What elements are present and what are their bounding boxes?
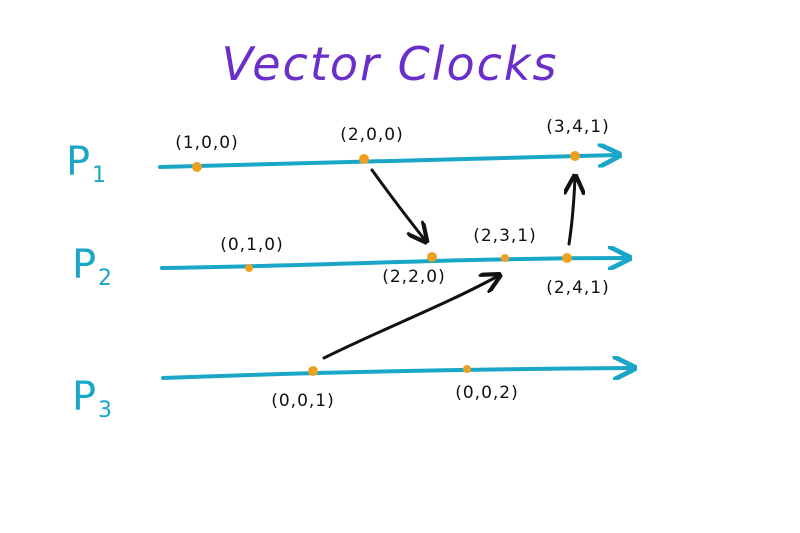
process-label-p3: P 3 [72,374,112,423]
clock-label-p1-1: (1,0,0) [175,133,239,153]
svg-text:P: P [66,139,90,185]
svg-text:1: 1 [92,163,106,188]
event-dot-p2-3 [501,254,509,262]
message-arrow-p2-to-p1 [569,178,575,246]
svg-text:P: P [72,374,96,420]
event-dot-p1-3 [570,151,580,161]
message-arrow-p1-to-p2 [370,168,425,240]
timeline-p3 [161,368,632,378]
diagram-title: Vector Clocks [221,37,558,91]
event-dot-p1-1 [192,162,202,172]
event-dot-p3-1 [308,366,318,376]
event-dot-p2-1 [245,264,253,272]
clock-label-p2-3: (2,3,1) [473,226,537,246]
clock-label-p3-2: (0,0,2) [455,383,519,403]
timeline-p2 [160,258,627,268]
message-arrow-p3-to-p2 [322,276,498,360]
svg-text:3: 3 [98,398,112,423]
svg-text:2: 2 [98,266,112,291]
process-label-p1: P 1 [66,139,106,188]
timeline-p1 [158,155,617,169]
svg-text:P: P [72,242,96,288]
event-dot-p2-2 [427,252,437,262]
clock-label-p2-2: (2,2,0) [382,267,446,287]
clock-label-p2-4: (2,4,1) [546,278,610,298]
clock-label-p1-2: (2,0,0) [340,125,404,145]
clock-label-p1-3: (3,4,1) [546,117,610,137]
process-label-p2: P 2 [72,242,112,291]
event-dot-p1-2 [359,154,369,164]
event-dot-p2-4 [562,253,572,263]
clock-label-p2-1: (0,1,0) [220,235,284,255]
clock-label-p3-1: (0,0,1) [271,391,335,411]
event-dot-p3-2 [463,365,471,373]
